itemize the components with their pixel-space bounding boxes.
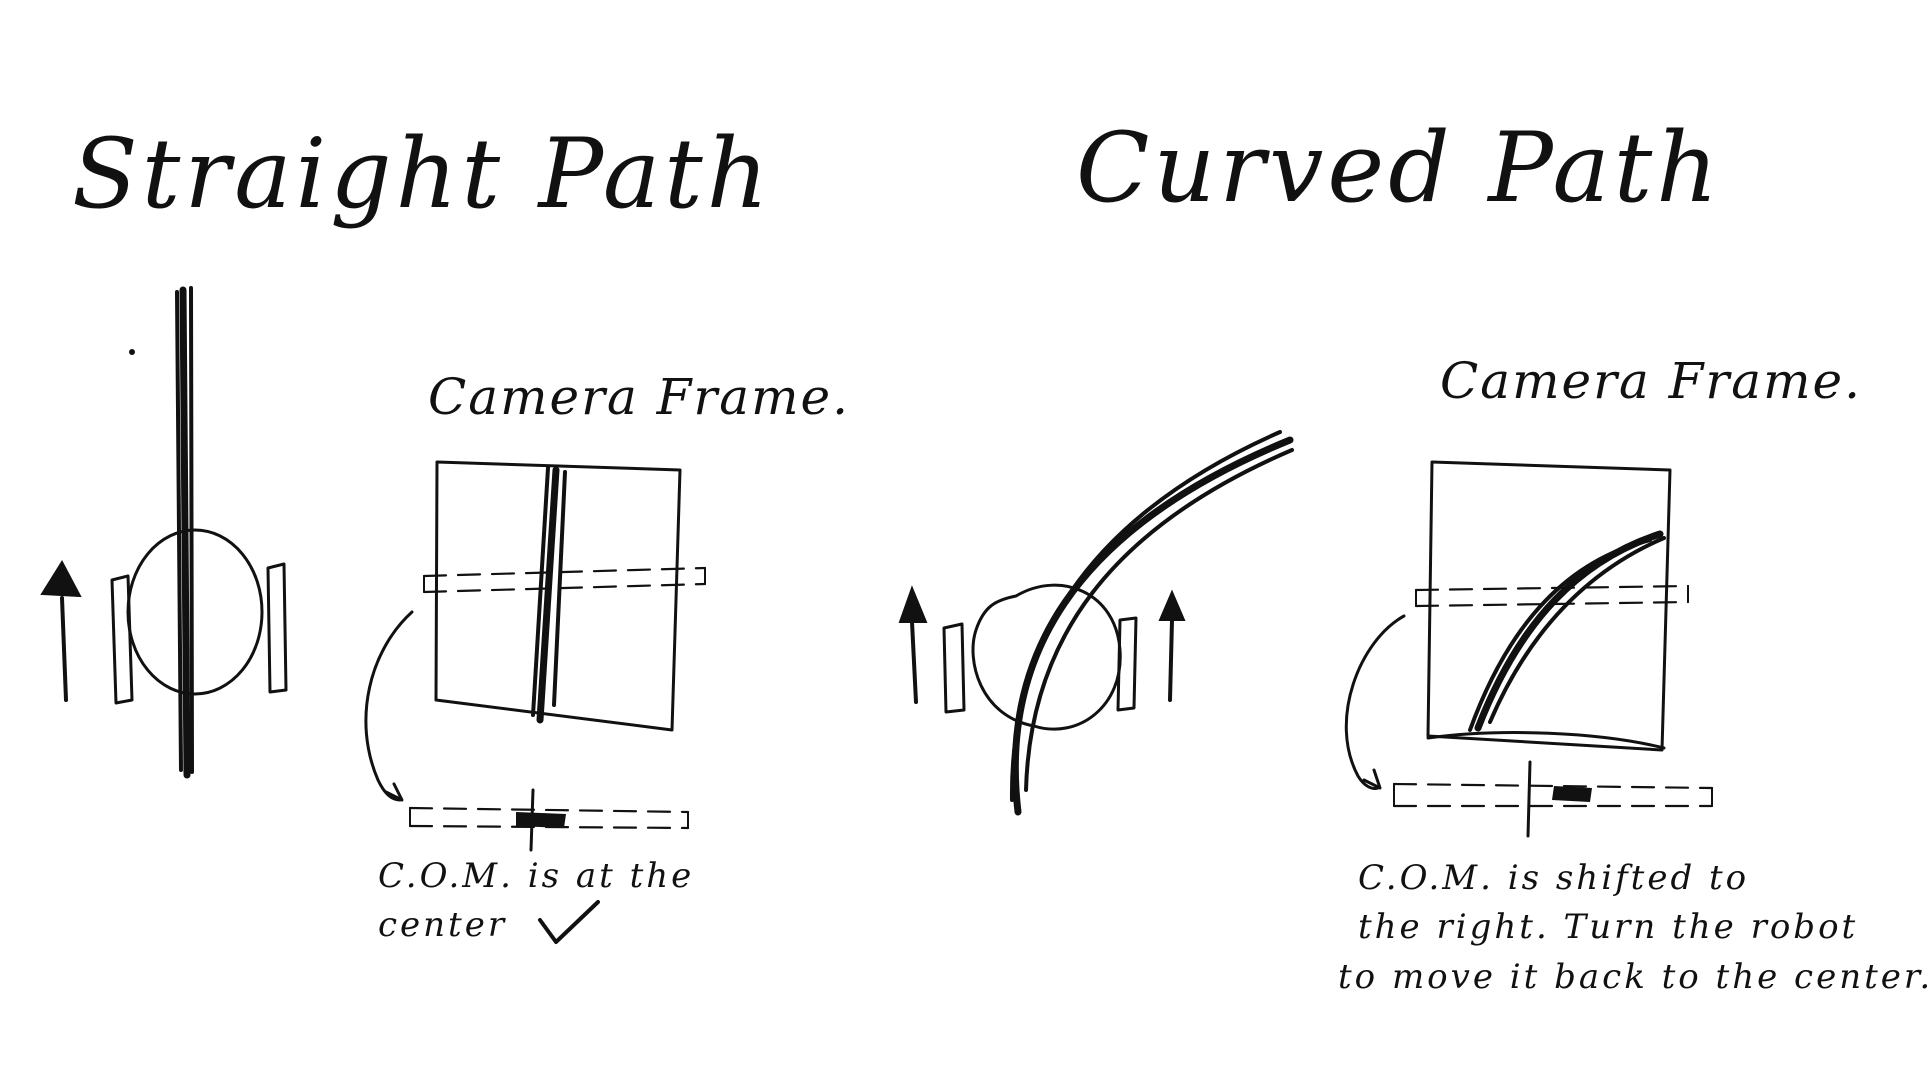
straight-path-section (40, 286, 707, 944)
pointer-arrow (364, 610, 414, 802)
right-caption-line-2: the right. Turn the robot (1358, 907, 1859, 948)
camera-scan-strip (422, 566, 707, 594)
forward-arrow-icon (40, 559, 82, 702)
curved-path-title: Curved Path (1076, 112, 1723, 224)
left-caption: C.O.M. is at the center (378, 852, 694, 951)
com-marker (1552, 786, 1592, 802)
right-camera-frame-label: Camera Frame. (1440, 352, 1862, 410)
camera-frame-base (1426, 731, 1666, 750)
robot-right-wheel (1116, 616, 1138, 712)
left-camera-frame-label: Camera Frame. (428, 368, 850, 426)
com-scan-strip (408, 788, 690, 852)
com-scan-strip (1392, 760, 1714, 838)
robot-left-wheel (942, 622, 966, 714)
right-forward-arrow-icon (1158, 589, 1186, 702)
ink-dot (129, 349, 135, 355)
left-caption-line-1: C.O.M. is at the (378, 856, 695, 896)
com-marker (516, 812, 566, 828)
robot-left-wheel (110, 574, 134, 705)
robot-body (126, 528, 264, 696)
right-caption-line-1: C.O.M. is shifted to (1358, 858, 1750, 898)
curved-path-section (898, 430, 1714, 838)
robot-body (971, 583, 1122, 731)
left-forward-arrow-icon (898, 585, 928, 704)
camera-frame-path-line (1468, 530, 1666, 732)
camera-scan-strip (1414, 584, 1690, 608)
pointer-arrow (1344, 614, 1406, 790)
right-caption: C.O.M. is shifted to the right. Turn the… (1338, 854, 1930, 1002)
camera-frame-path-line (531, 466, 567, 724)
camera-frame-box (434, 460, 682, 732)
straight-path-title: Straight Path (72, 118, 773, 230)
check-icon (538, 900, 600, 944)
curved-path-line (1009, 430, 1294, 816)
left-caption-line-2: center (378, 905, 508, 946)
camera-frame-box (1426, 460, 1672, 752)
robot-right-wheel (266, 562, 288, 694)
right-caption-line-3: to move it back to the center. (1338, 956, 1930, 997)
